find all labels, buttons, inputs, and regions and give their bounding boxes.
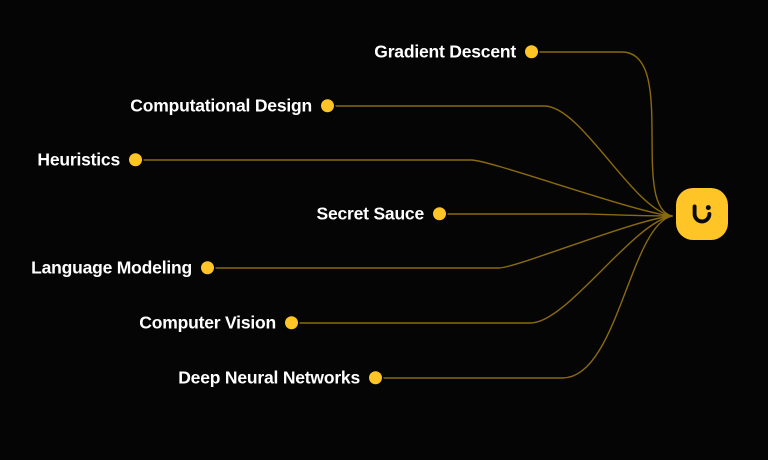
node-deep-neural-networks[interactable]: Deep Neural Networks [0, 369, 382, 387]
node-dot-icon[interactable] [201, 261, 214, 275]
node-label: Language Modeling [31, 257, 192, 278]
node-label: Secret Sauce [316, 203, 424, 224]
node-dot-icon[interactable] [285, 316, 298, 330]
node-secret-sauce[interactable]: Secret Sauce [0, 205, 446, 223]
node-label: Heuristics [37, 149, 120, 170]
node-dot-icon[interactable] [433, 207, 446, 221]
node-label: Computer Vision [139, 312, 276, 333]
node-heuristics[interactable]: Heuristics [0, 151, 142, 169]
wire-language-modeling [215, 215, 673, 269]
node-dot-icon[interactable] [129, 153, 142, 167]
brand-logo[interactable] [676, 188, 728, 240]
node-label: Deep Neural Networks [178, 367, 360, 388]
node-dot-icon[interactable] [369, 371, 382, 385]
node-dot-icon[interactable] [525, 45, 538, 59]
node-label: Gradient Descent [374, 41, 516, 62]
wire-secret-sauce [447, 213, 673, 217]
node-label: Computational Design [130, 95, 312, 116]
smiley-u-face-icon [687, 199, 717, 229]
wire-computer-vision [299, 215, 673, 324]
wire-computational-design [335, 105, 673, 217]
node-computational-design[interactable]: Computational Design [0, 97, 334, 115]
node-gradient-descent[interactable]: Gradient Descent [0, 43, 538, 61]
wire-deep-neural-networks [383, 215, 673, 379]
node-language-modeling[interactable]: Language Modeling [0, 259, 214, 277]
node-computer-vision[interactable]: Computer Vision [0, 314, 298, 332]
node-dot-icon[interactable] [321, 99, 334, 113]
wire-gradient-descent [539, 51, 673, 217]
